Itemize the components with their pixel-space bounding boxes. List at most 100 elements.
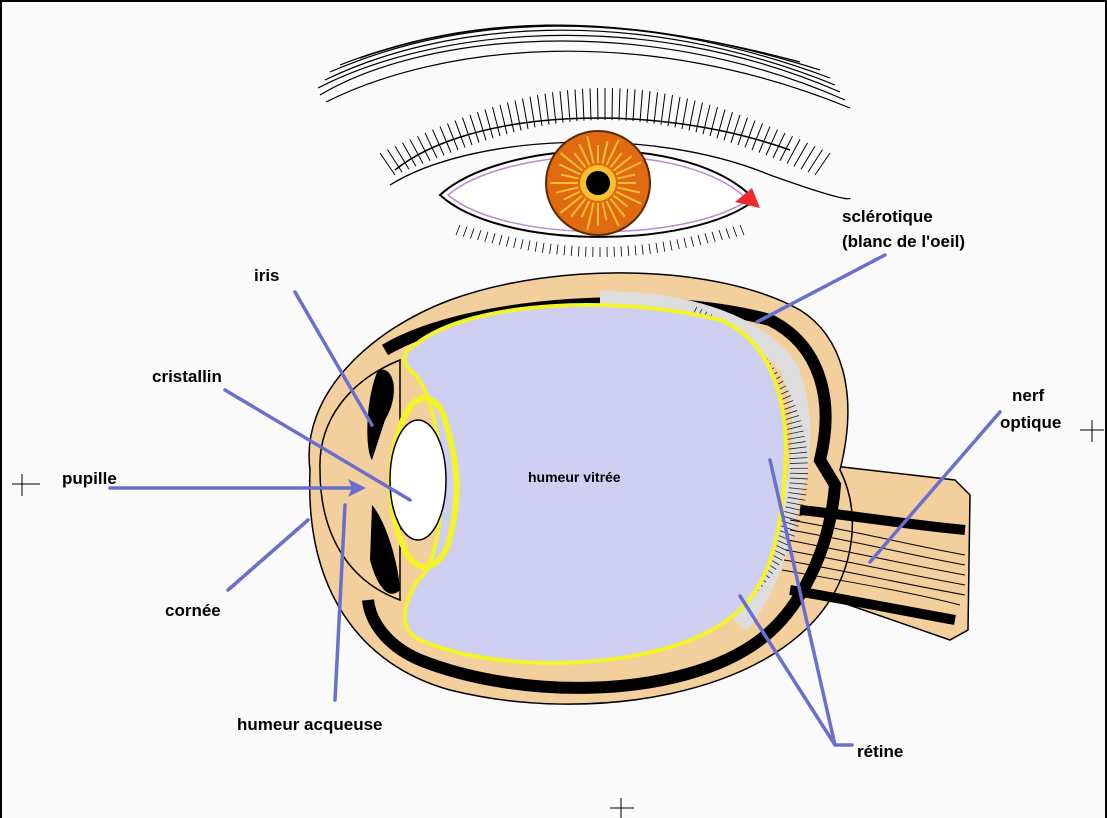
eyelash: [568, 90, 571, 122]
eyelash: [759, 127, 770, 153]
crosshair-left: [12, 474, 40, 496]
eyelash: [571, 246, 572, 256]
eyelash: [523, 98, 529, 128]
eyelash: [612, 88, 613, 120]
eyelash: [752, 123, 763, 150]
eyelash: [740, 225, 744, 235]
eyelash: [515, 100, 521, 130]
eyelash: [470, 115, 479, 143]
eyelash: [745, 121, 755, 148]
eyelash: [463, 227, 467, 237]
eyelash: [380, 153, 395, 175]
label-nerf: nerf: [1012, 386, 1044, 405]
eyelash: [508, 102, 515, 132]
eyelash: [575, 89, 577, 121]
external-pupil: [586, 171, 610, 195]
crosshair-right: [1080, 420, 1104, 442]
eyelash: [448, 123, 459, 150]
eyelash: [698, 235, 701, 245]
eyelash: [514, 238, 516, 248]
eyelash: [619, 88, 620, 120]
eyelash: [647, 91, 650, 123]
eyelash: [550, 244, 551, 254]
eyelash: [703, 105, 710, 134]
eyelash: [661, 94, 665, 125]
label-cristallin: cristallin: [152, 367, 222, 386]
eyelash: [493, 107, 501, 136]
label-retine: rétine: [857, 742, 903, 761]
label-cornee: cornée: [165, 601, 221, 620]
eyelash: [530, 97, 535, 128]
eyelash: [455, 121, 465, 148]
leader-sclerotique: [757, 255, 885, 322]
label-sclerotique: sclérotique: [842, 207, 933, 226]
label-humeur-vitree: humeur vitrée: [528, 469, 621, 485]
eyelash: [668, 95, 673, 126]
eyelash: [677, 239, 679, 249]
eyelash: [808, 150, 823, 173]
eyelash: [642, 245, 643, 255]
label-sclerotique-2: (blanc de l'oeil): [842, 232, 965, 251]
label-optique: optique: [1000, 413, 1061, 432]
eyelash: [640, 90, 643, 122]
eyelash: [691, 236, 694, 246]
label-humeur-acqueuse: humeur acqueuse: [237, 715, 383, 734]
eyelash: [724, 112, 733, 140]
eyelash: [470, 228, 474, 238]
eyelash: [815, 153, 830, 175]
eyelash: [733, 227, 737, 237]
eyelash: [710, 107, 718, 136]
eyelash: [696, 102, 703, 132]
external-iris: [546, 131, 650, 235]
eyelash: [463, 118, 473, 145]
eyelash: [557, 245, 558, 255]
eyelash: [649, 244, 650, 254]
eyelash: [717, 110, 725, 139]
eyelash: [598, 88, 599, 120]
eyelash: [670, 241, 672, 251]
eyelash: [560, 91, 563, 123]
eyelash: [499, 235, 502, 245]
eyelash: [528, 241, 530, 251]
eyelash: [583, 89, 585, 121]
eyelash: [738, 118, 748, 145]
label-pupille: pupille: [62, 469, 117, 488]
crosshair-bottom: [610, 798, 634, 818]
eyelash: [633, 89, 635, 121]
eyelash: [726, 228, 730, 238]
eyelash: [440, 127, 451, 153]
eyelash: [712, 232, 715, 242]
eyelash: [506, 236, 509, 246]
eyelash: [628, 246, 629, 256]
eyebrow: [318, 25, 850, 108]
eyelash: [705, 233, 708, 243]
eyelash: [663, 242, 665, 252]
label-iris: iris: [254, 266, 280, 285]
eyelash: [492, 233, 495, 243]
eyelash: [626, 89, 628, 121]
eyelash: [478, 230, 481, 240]
eyelash: [478, 112, 487, 140]
eyelash: [731, 115, 740, 143]
eyelash: [621, 246, 622, 256]
eyelash: [456, 225, 460, 235]
eyelash: [656, 243, 658, 253]
lens: [390, 420, 446, 540]
eyelash: [485, 110, 493, 139]
eyelash: [578, 246, 579, 256]
eyeball-cross-section: [309, 273, 970, 704]
eyelash: [635, 245, 636, 255]
eyelash: [719, 230, 722, 240]
eyelash: [542, 243, 544, 253]
eyelash: [500, 105, 507, 134]
leader-cornee: [228, 520, 308, 590]
eyelash: [654, 92, 658, 123]
eyelash: [590, 88, 591, 120]
eyelash: [535, 242, 537, 252]
eyelash: [521, 239, 523, 249]
eyelash: [388, 150, 403, 173]
eyelash: [485, 232, 488, 242]
eyelash: [564, 245, 565, 255]
eyelash: [684, 238, 686, 248]
